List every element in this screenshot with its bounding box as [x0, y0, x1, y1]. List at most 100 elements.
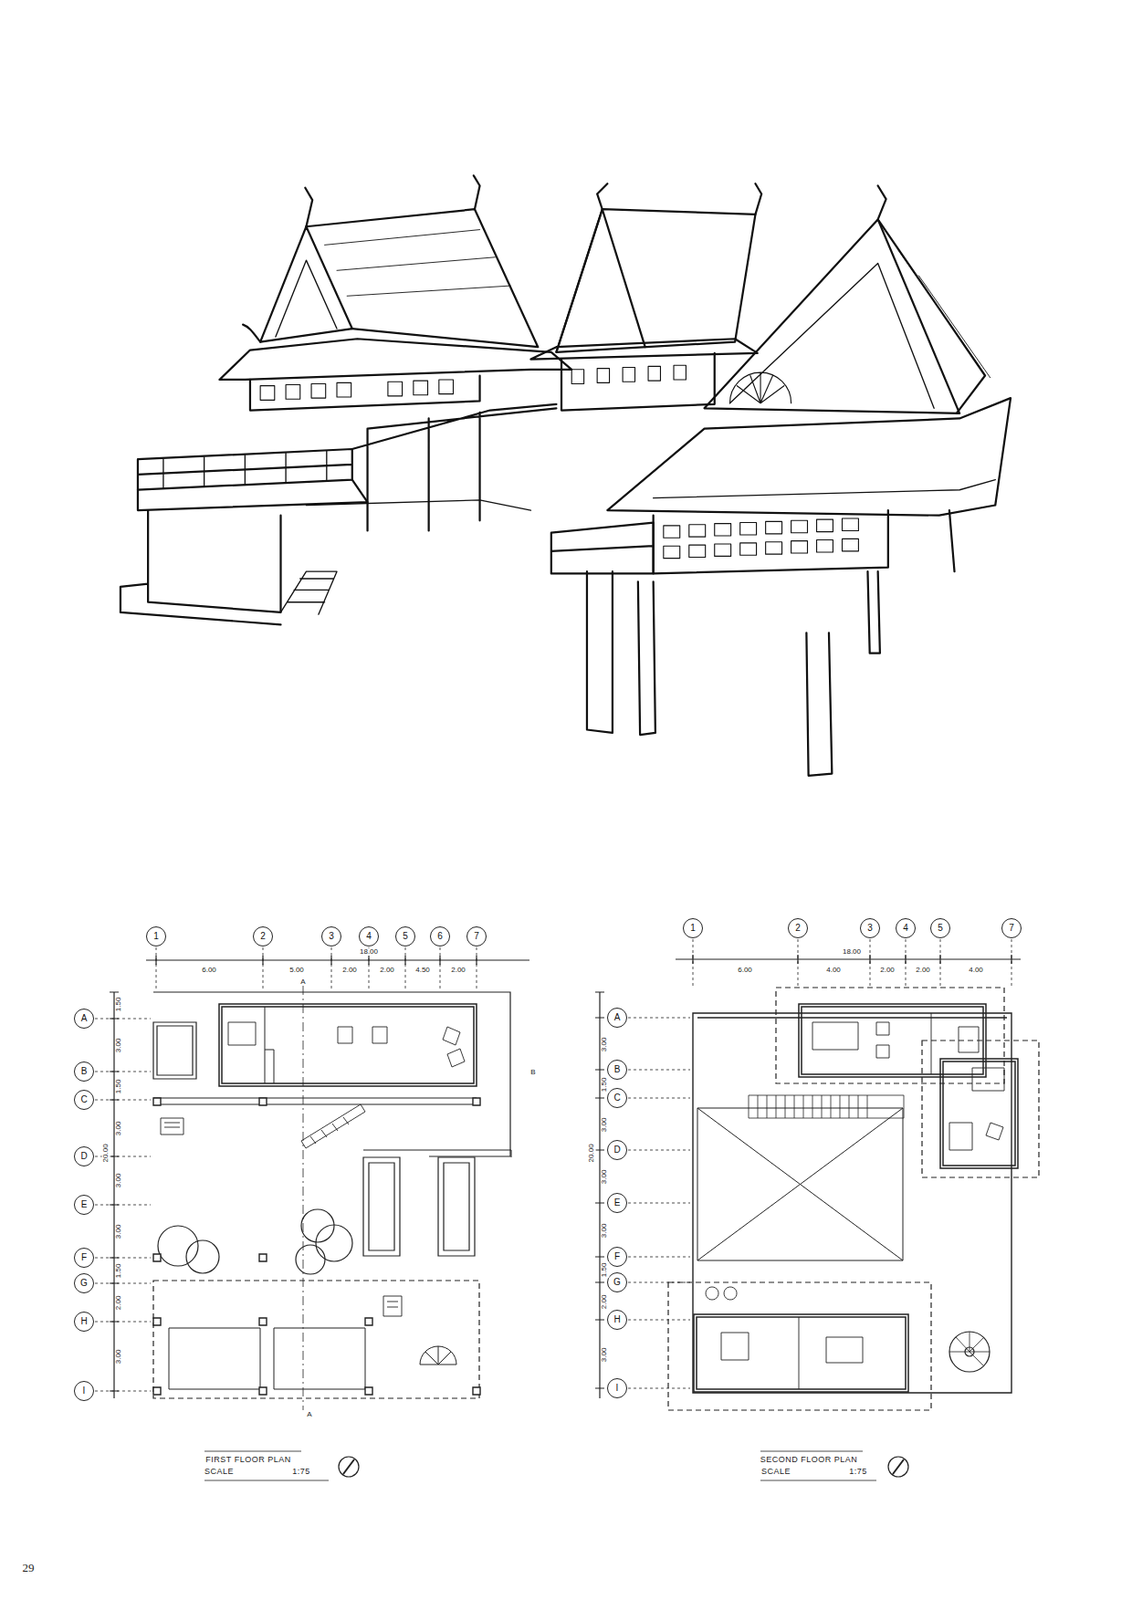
grid-label: 2	[260, 932, 266, 942]
dimension-label: 2.00	[378, 966, 396, 975]
dimension-label: 3.00	[115, 1223, 125, 1240]
grid-bubble: 5	[930, 918, 951, 939]
perspective-sketch-line	[551, 523, 654, 575]
first-floor-plan-line	[228, 1022, 465, 1068]
grid-label: 1	[690, 923, 696, 933]
grid-label: E	[81, 1200, 88, 1210]
grid-label: F	[614, 1252, 620, 1262]
dimension-label: 1.50	[601, 1076, 610, 1093]
grid-label: 2	[795, 923, 801, 933]
grid-label: B	[614, 1065, 621, 1075]
grid-label: 7	[473, 932, 480, 942]
grid-label: 5	[402, 932, 409, 942]
first-floor-plan-line	[153, 1022, 197, 1080]
perspective-sketch-line	[663, 518, 860, 559]
grid-bubble: 3	[321, 926, 342, 947]
second-floor-plan-line	[812, 1013, 979, 1075]
grid-label: 6	[437, 932, 443, 942]
perspective-sketch-line	[704, 219, 961, 413]
grid-bubble: G	[73, 1273, 95, 1294]
second-floor-plan-line	[892, 1459, 904, 1475]
perspective-sketch-line	[219, 338, 572, 380]
perspective-sketch-line	[250, 375, 481, 410]
grid-bubble: 4	[358, 926, 379, 947]
plan-caption: 1:75	[291, 1467, 312, 1478]
perspective-sketch-line	[730, 262, 935, 409]
perspective-sketch-line	[305, 500, 531, 511]
dimension-label: 3.00	[601, 1168, 610, 1185]
second-floor-plan-line	[705, 1287, 863, 1390]
first-floor-plan-line	[160, 1118, 184, 1135]
dimension-label: 6.00	[200, 966, 218, 975]
perspective-sketch-line	[607, 398, 1011, 516]
perspective-sketch	[120, 175, 1011, 776]
first-floor-plan-line	[219, 1004, 477, 1087]
dimension-label: A	[299, 978, 306, 987]
second-floor-plan-line	[692, 939, 1012, 986]
grid-label: 1	[153, 932, 159, 942]
grid-label: C	[80, 1095, 87, 1105]
dimension-label: 4.00	[825, 966, 842, 975]
dimension-label: 3.00	[115, 1348, 125, 1365]
second-floor-plan-line	[949, 1331, 990, 1373]
perspective-sketch-line	[530, 338, 757, 359]
grid-label: H	[613, 1315, 620, 1325]
dimension-label: 2.00	[115, 1294, 125, 1311]
perspective-sketch-line	[137, 449, 353, 491]
dimension-label: 18.00	[841, 948, 862, 957]
perspective-sketch-line	[898, 250, 991, 378]
second-floor-plan-line	[922, 1040, 1039, 1178]
first-floor-plan	[94, 947, 530, 1481]
dimension-label: 1.50	[601, 1261, 610, 1279]
plan-caption: SECOND FLOOR PLAN	[759, 1456, 860, 1466]
grid-bubble: D	[73, 1146, 95, 1167]
first-floor-plan-line	[419, 1346, 457, 1365]
first-floor-plan-line	[343, 1459, 355, 1475]
grid-bubble: I	[607, 1378, 628, 1399]
dimension-label: 2.00	[879, 966, 896, 975]
perspective-sketch-line	[561, 353, 715, 411]
dimension-label: 1.50	[115, 1262, 125, 1279]
grid-bubble: 5	[395, 926, 416, 947]
grid-label: E	[614, 1198, 621, 1208]
first-floor-plan-line	[301, 1104, 366, 1149]
perspective-sketch-line	[242, 175, 480, 342]
perspective-sketch-line	[305, 209, 538, 347]
perspective-sketch-line	[555, 209, 645, 353]
perspective-sketch-line	[324, 230, 512, 297]
grid-label: G	[80, 1278, 88, 1289]
grid-bubble: 7	[1001, 918, 1022, 939]
second-floor-plan-line	[693, 1314, 909, 1393]
dimension-label: 4.00	[967, 966, 985, 975]
first-floor-plan-line	[168, 1328, 366, 1390]
perspective-sketch-line	[352, 404, 557, 532]
second-floor-plan-line	[949, 1068, 1005, 1151]
perspective-sketch-line	[281, 571, 338, 615]
dimension-label: 3.00	[115, 1037, 125, 1054]
second-floor-plan-line	[675, 954, 1021, 965]
first-floor-plan-line	[295, 1245, 325, 1275]
plan-caption: 1:75	[848, 1467, 869, 1478]
grid-label: D	[80, 1152, 87, 1162]
grid-bubble: 7	[466, 926, 487, 947]
dimension-label: 3.00	[115, 1120, 125, 1137]
dimension-label: 20.00	[102, 1142, 111, 1164]
grid-label: C	[613, 1093, 620, 1103]
perspective-sketch-line	[275, 260, 337, 337]
dimension-label: 2.00	[450, 966, 467, 975]
grid-bubble: 6	[429, 926, 451, 947]
perspective-sketch-line	[653, 480, 996, 499]
dimension-label: 2.00	[341, 966, 358, 975]
second-floor-plan-line	[775, 987, 1005, 1084]
first-floor-plan-line	[303, 985, 304, 1411]
grid-label: 5	[937, 923, 944, 933]
first-floor-plan-line	[363, 1157, 475, 1257]
second-floor-plan	[595, 939, 1039, 1481]
dimension-label: 3.00	[601, 1116, 610, 1133]
dimension-label: 20.00	[587, 1142, 597, 1164]
dimension-label: 2.00	[601, 1293, 610, 1311]
grid-label: B	[81, 1067, 88, 1077]
grid-label: F	[81, 1253, 87, 1263]
